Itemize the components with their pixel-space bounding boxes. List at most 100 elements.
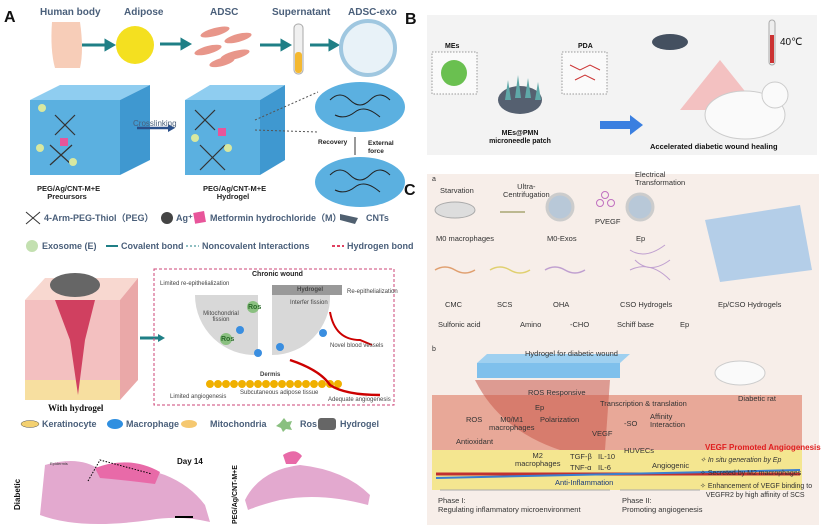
tnf-label: TNF-α xyxy=(570,463,592,472)
huvecs-label: HUVECs xyxy=(624,446,655,455)
polarization-label: Polarization xyxy=(540,415,580,424)
subq-label: Subcutaneous adipose tissue xyxy=(240,390,319,396)
metformin-icon xyxy=(193,211,206,224)
antioxidant-label: Antioxidant xyxy=(456,437,494,446)
legend-cho: -CHO xyxy=(570,320,590,329)
legend-keratinocyte: Keratinocyte xyxy=(42,419,97,429)
limited-reepi-label: Limited re-epithelialization xyxy=(160,281,230,287)
mes-label: MEs xyxy=(445,43,460,50)
epidermis-label: Epidermis xyxy=(50,461,68,466)
step-human-body: Human body xyxy=(40,7,101,18)
legend-exosome: Exosome (E) xyxy=(42,241,97,251)
legend-metformin: Metformin hydrochloride（M） xyxy=(210,213,342,223)
crosslinking-label: Crosslinking xyxy=(133,119,177,128)
transcription-label: Transcription & translation xyxy=(600,399,687,408)
phase1-label: Phase I:Regulating inflammatory microenv… xyxy=(438,496,581,514)
ros-label-1: Ros xyxy=(248,304,262,311)
dermis-label: Dermis xyxy=(260,372,281,378)
legend-sulfonic: Sulfonic acid xyxy=(438,320,481,329)
histology-treated xyxy=(175,451,370,518)
step-adipose: Adipose xyxy=(124,7,164,18)
step-supernatant: Supernatant xyxy=(272,7,331,18)
step-adsc: ADSC xyxy=(210,7,239,18)
sub-label-a: a xyxy=(432,176,436,183)
hydrogel-wound-title: Hydrogel for diabetic wound xyxy=(525,349,618,358)
legend-hydrogel: Hydrogel xyxy=(340,419,380,429)
human-body-icon xyxy=(51,22,82,68)
legend-ag: Ag⁺ xyxy=(176,213,193,223)
legend-noncovalent: Noncovalent Interactions xyxy=(202,241,310,251)
anti-inflammation-label: Anti-Inflammation xyxy=(555,478,614,487)
adipose-icon xyxy=(116,26,154,64)
ep-b-label: Ep xyxy=(535,403,545,412)
legend-covalent: Covalent bond xyxy=(121,241,184,251)
histology-diabetic xyxy=(40,459,210,524)
chronic-wound-title: Chronic wound xyxy=(252,271,303,278)
sub-label-b: b xyxy=(432,346,436,353)
ultra-label: Ultra-Centrifugation xyxy=(503,182,550,200)
with-hydrogel-label: With hydrogel xyxy=(48,403,104,413)
panel-label-a: A xyxy=(4,9,16,26)
network-ellipse-1 xyxy=(315,82,405,132)
vegf-label: VEGF xyxy=(592,429,613,438)
legend-peg: 4-Arm-PEG-Thiol（PEG） xyxy=(44,213,154,223)
vegf-item-3: ✧ Enhancement of VEGF binding to VEGFR2 … xyxy=(700,483,813,499)
diabetic-rat-label: Diabetic rat xyxy=(738,394,776,403)
adequate-angiogenesis-label: Adequate angiogenesis xyxy=(328,397,391,403)
mito-fission-label: Mitochondrial fission xyxy=(203,311,239,323)
limited-angiogenesis-label: Limited angiogenesis xyxy=(170,394,227,400)
ros-b-label: ROS xyxy=(466,415,483,424)
legend-schiff: Schiff base xyxy=(617,320,654,329)
wound-block-illustration xyxy=(25,273,138,400)
phase2-label: Phase II:Promoting angiogenesis xyxy=(622,496,703,514)
ros-responsive-label: ROS Responsive xyxy=(528,388,586,397)
ep-label: Ep xyxy=(636,234,646,243)
step-adsc-exo: ADSC-exo xyxy=(348,7,397,18)
legend-ep: Ep xyxy=(680,320,690,329)
cmc-label: CMC xyxy=(445,300,463,309)
cnt-icon xyxy=(340,214,358,224)
vegf-item-2: ✧ Secreted by M2 macrophages xyxy=(700,470,802,477)
diabetic-label: Diabetic xyxy=(13,478,22,510)
cso-label: CSO Hydrogels xyxy=(620,300,673,309)
tgf-label: TGF-β xyxy=(570,452,592,461)
legend-cnts: CNTs xyxy=(366,213,389,223)
exosome-legend-icon xyxy=(26,240,38,252)
m0-label: M0 macrophages xyxy=(436,234,494,243)
legend-hbond: Hydrogen bond xyxy=(347,241,414,251)
adsc-cells-icon xyxy=(194,26,252,68)
legend-amino: Amino xyxy=(520,320,542,329)
ep-cso-label: Ep/CSO Hydrogels xyxy=(718,300,782,309)
ag-icon xyxy=(161,212,173,224)
exosome-icon xyxy=(339,19,397,77)
vegf-item-1: ✧ In situ generation by Ep xyxy=(700,457,782,464)
il10-label: IL-10 xyxy=(598,452,616,461)
chronic-wound-box xyxy=(153,268,395,406)
interfer-fission-label: Interfer fission xyxy=(290,300,328,306)
precursor-cube xyxy=(30,85,150,175)
novel-vessels-label: Novel blood vessels xyxy=(330,343,384,349)
scs-label: SCS xyxy=(497,300,513,309)
temperature-label: 40℃ xyxy=(780,37,803,48)
il6-label: IL-6 xyxy=(598,463,611,472)
process-arrows xyxy=(82,37,341,52)
recovery-label: Recovery xyxy=(318,139,348,146)
pda-label: PDA xyxy=(578,43,593,50)
crosslinking-arrow xyxy=(168,124,175,132)
network-ellipse-2 xyxy=(315,157,405,207)
hydrogel-cube xyxy=(185,85,285,175)
result-label: Accelerated diabetic wound healing xyxy=(650,142,778,151)
panel-label-c: C xyxy=(404,182,416,199)
so-label: -SO xyxy=(624,419,638,428)
m0-exos-label: M0-Exos xyxy=(547,234,577,243)
legend-macrophage: Macrophage xyxy=(126,419,180,429)
treated-label: PEG/Ag/CNT-M+E xyxy=(232,465,239,524)
